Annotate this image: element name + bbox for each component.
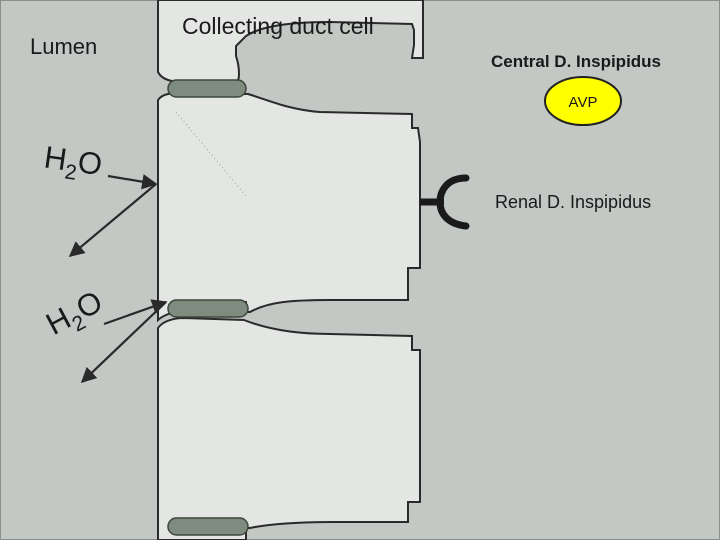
water-arrow-out-top bbox=[68, 183, 157, 257]
collecting-duct-cell-middle bbox=[157, 92, 421, 323]
water-arrow-in-top bbox=[107, 174, 158, 190]
water-o: O bbox=[76, 144, 105, 182]
cell-label: Collecting duct cell bbox=[182, 13, 374, 39]
collecting-duct-cell-bottom bbox=[157, 316, 421, 540]
tight-junction-top bbox=[167, 79, 247, 98]
water-subscript: 2 bbox=[63, 160, 78, 184]
avp-label: AVP bbox=[569, 94, 598, 111]
water-h: H bbox=[42, 139, 69, 177]
renal-di-label: Renal D. Inspipidus bbox=[495, 192, 651, 212]
water-arrow-in-bottom bbox=[103, 299, 168, 326]
tight-junction-middle bbox=[167, 299, 249, 318]
water-arrow-out-bottom bbox=[80, 301, 167, 384]
lumen-label: Lumen bbox=[30, 34, 97, 59]
central-di-label: Central D. Inspipidus bbox=[491, 52, 661, 71]
tight-junction-bottom bbox=[167, 517, 249, 536]
avp-hormone bbox=[544, 76, 622, 126]
water-molecule-top: H2O bbox=[41, 139, 105, 188]
svg-text:H2O: H2O bbox=[41, 139, 104, 188]
